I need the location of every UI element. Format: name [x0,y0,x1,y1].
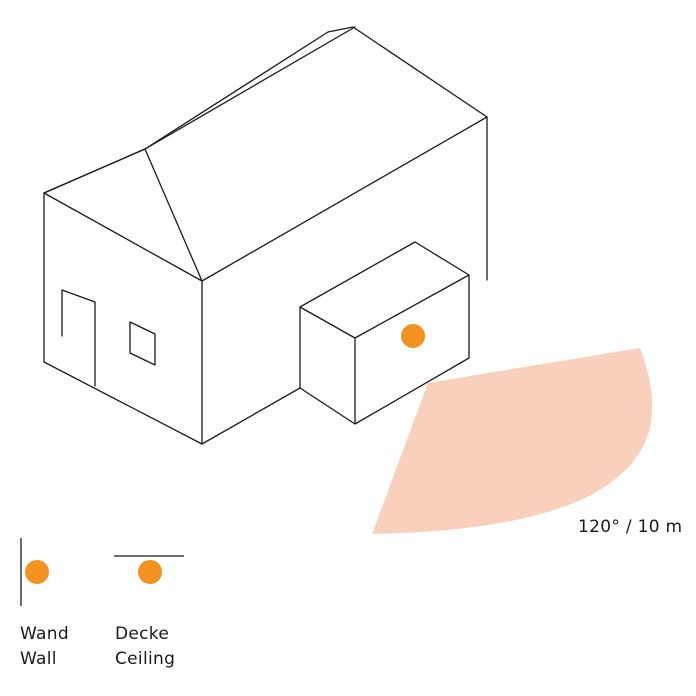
house-side-wall [201,116,488,282]
wall-lamp-icon [25,560,49,584]
door [61,289,96,387]
range-label: 120° / 10 m [578,517,683,537]
roof-ridge [43,26,356,194]
legend-ceiling-label-de: Decke [115,624,170,644]
house-base-edge [201,387,301,445]
annex-box [299,241,470,425]
legend-wall-label-de: Wand [20,624,69,644]
legend-ceiling-label-en: Ceiling [115,649,176,669]
house-front-wall [43,192,203,445]
ceiling-lamp-icon [138,560,162,584]
detection-zone [372,348,653,534]
window [129,321,156,366]
house-roof [43,26,488,282]
legend-wall-label-en: Wall [20,649,57,669]
lamp-position-icon [401,324,425,348]
